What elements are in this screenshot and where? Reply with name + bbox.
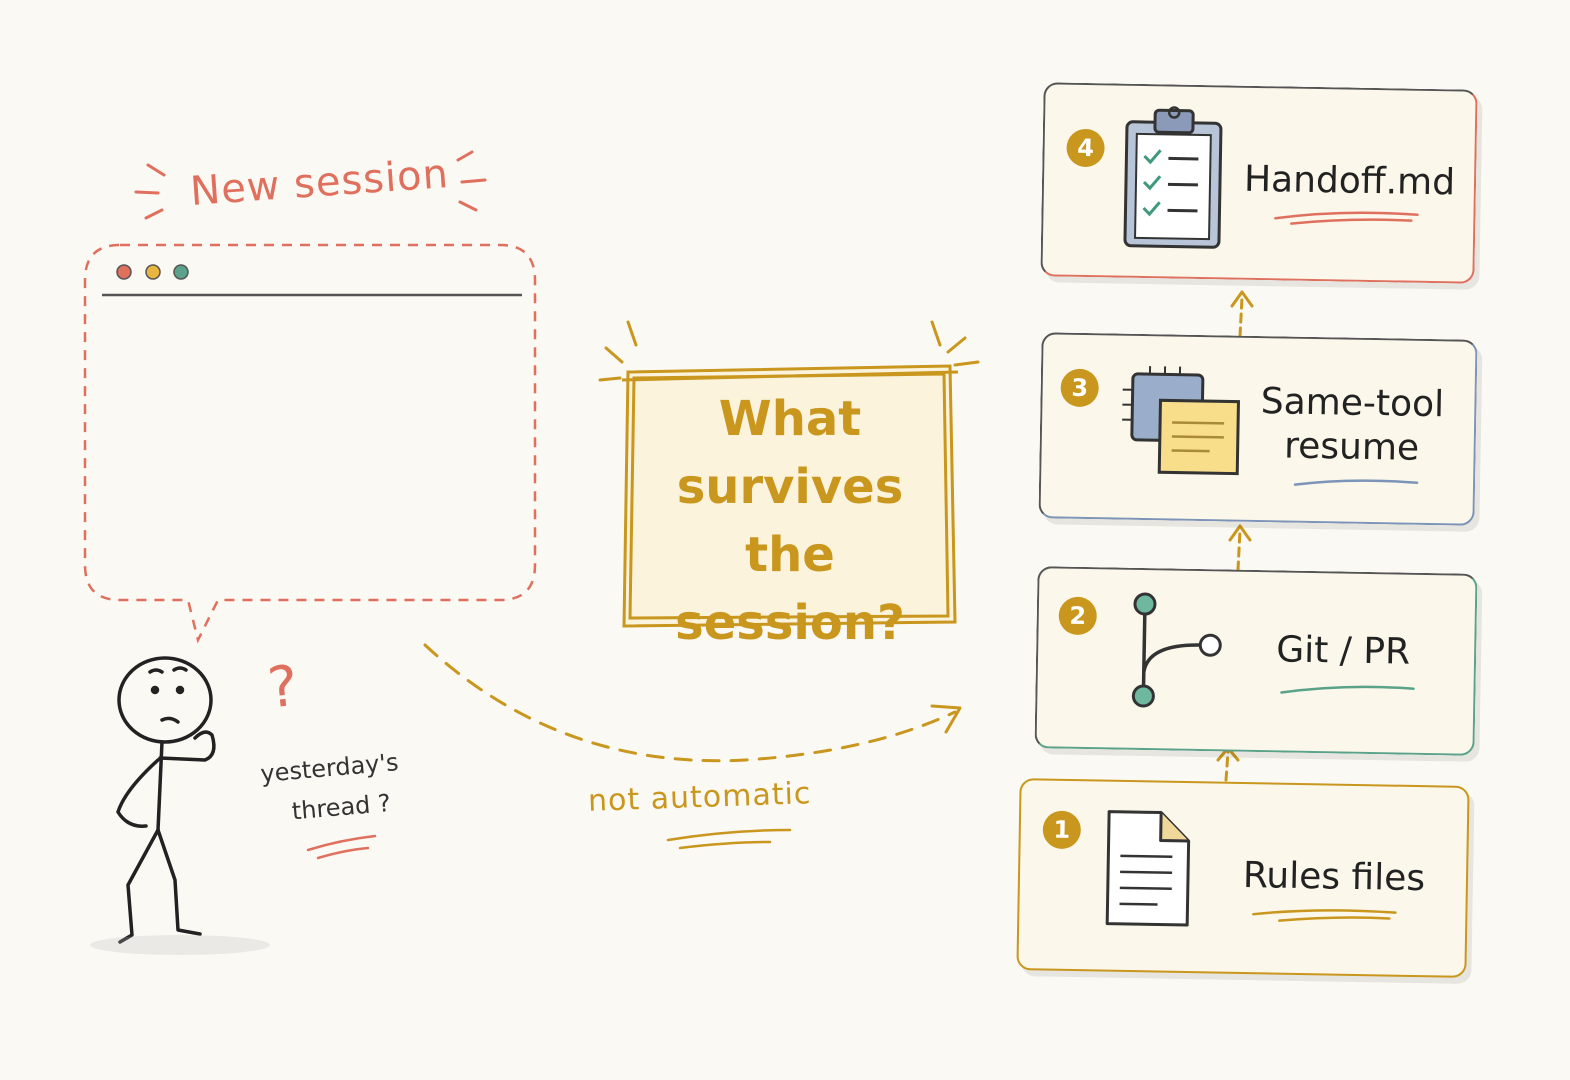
chip-notes-icon xyxy=(1122,366,1241,476)
document-icon xyxy=(1105,810,1191,927)
window-dot-red xyxy=(116,264,132,280)
card-label-line-2: resume xyxy=(1283,425,1420,469)
rules-underline xyxy=(1252,909,1397,922)
question-line-2: survives xyxy=(676,459,904,515)
question-sparkles xyxy=(598,320,980,382)
git-underline xyxy=(1280,685,1415,694)
card-label-rules-files: Rules files xyxy=(1242,855,1426,900)
figure-shadow xyxy=(90,935,270,955)
stack-card-handoff: 4 Handoff.md xyxy=(1040,82,1478,284)
question-box-outline xyxy=(621,364,959,628)
card-label-git-pr: Git / PR xyxy=(1275,629,1411,673)
question-line-3: the session? xyxy=(675,527,905,651)
window-dot-yellow xyxy=(145,264,161,280)
question-line-1: What xyxy=(718,391,862,447)
card-label-same-tool-resume: Same-tool resume xyxy=(1251,380,1453,471)
arrow-head xyxy=(930,704,962,734)
window-dot-green xyxy=(173,264,189,280)
not-automatic-arrow xyxy=(423,643,957,763)
stack-card-rules-files: 1 Rules files xyxy=(1016,778,1470,978)
step-badge-3: 3 xyxy=(1060,368,1100,408)
thought-text: yesterday's thread ? xyxy=(259,742,404,834)
stack-card-same-tool-resume: 3 Same-tool resume xyxy=(1038,332,1478,526)
card-label-handoff: Handoff.md xyxy=(1243,158,1456,204)
step-badge-1: 1 xyxy=(1042,810,1082,850)
card-label-line-1: Same-tool xyxy=(1260,381,1445,426)
session-sparkles xyxy=(134,150,487,220)
not-automatic-underline xyxy=(666,828,792,850)
stack-card-git-pr: 2 Git / PR xyxy=(1034,566,1478,756)
thought-underline xyxy=(306,834,377,860)
resume-underline xyxy=(1293,479,1419,486)
step-badge-2: 2 xyxy=(1058,596,1098,636)
step-badge-4: 4 xyxy=(1066,128,1105,168)
clipboard-checklist-icon xyxy=(1123,106,1223,249)
central-question: What survives the session? xyxy=(630,385,950,657)
new-session-window xyxy=(83,243,537,644)
handoff-underline xyxy=(1274,211,1419,225)
git-branch-icon xyxy=(1131,592,1222,708)
stick-figure xyxy=(116,656,216,944)
stack-up-arrows xyxy=(1224,296,1244,782)
